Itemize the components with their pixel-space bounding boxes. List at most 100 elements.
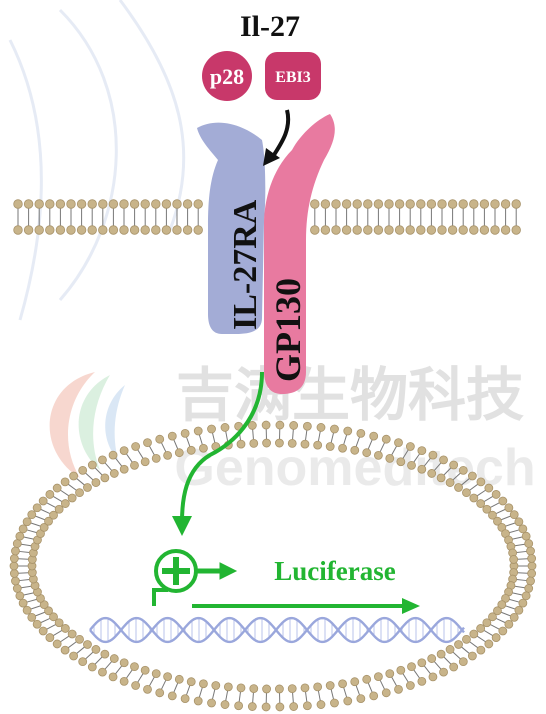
lipid-head	[469, 199, 479, 209]
lipid-head	[518, 524, 528, 534]
lipid-head	[155, 434, 165, 444]
lipid-tail	[495, 618, 506, 624]
lipid-head	[509, 510, 519, 520]
lipid-tail	[317, 690, 321, 701]
lipid-head	[275, 702, 285, 712]
lipid-head	[83, 483, 92, 492]
lipid-tail	[115, 665, 123, 675]
lipid-head	[479, 199, 490, 209]
lipid-head	[66, 225, 76, 235]
lipid-head	[373, 450, 383, 460]
lipid-head	[119, 676, 129, 686]
lipid-head	[45, 633, 55, 642]
lipid-head	[350, 445, 360, 455]
lipid-tail	[30, 605, 41, 610]
lipid-head	[331, 199, 341, 209]
lipid-tail	[60, 635, 70, 643]
lipid-head	[34, 225, 44, 235]
lipid-head	[467, 471, 477, 481]
lipid-head	[384, 199, 394, 209]
lipid-head	[140, 225, 150, 235]
lipid-head	[476, 477, 486, 487]
lipid-head	[369, 691, 379, 701]
lipid-tail	[413, 669, 420, 679]
lipid-tail	[292, 692, 294, 703]
lipid-head	[180, 428, 190, 438]
lipid-head	[445, 478, 455, 487]
lipid-head	[60, 624, 70, 633]
lipid-head	[182, 225, 193, 235]
lipid-head	[261, 702, 271, 712]
lipid-head	[129, 199, 140, 209]
signal-arrow	[172, 371, 264, 536]
lipid-head	[211, 681, 221, 690]
lipid-head	[275, 420, 285, 430]
lipid-head	[98, 667, 107, 677]
lipid-tail	[402, 449, 409, 459]
lipid-head	[119, 464, 129, 474]
lipid-head	[325, 442, 335, 451]
lipid-tail	[149, 676, 155, 687]
promoter-stem	[152, 588, 168, 606]
lipid-head	[39, 522, 49, 532]
lipid-head	[91, 645, 101, 654]
lipid-head	[338, 443, 347, 453]
lipid-head	[454, 483, 463, 492]
lipid-tail	[512, 592, 523, 596]
lipid-head	[109, 469, 119, 478]
lipid-head	[119, 199, 129, 209]
lipid-head	[396, 457, 406, 467]
lipid-tail	[443, 467, 452, 476]
lipid-head	[12, 539, 22, 548]
lipid-head	[476, 645, 486, 655]
lipid-head	[167, 691, 177, 701]
lipid-tail	[94, 467, 103, 476]
lipid-head	[436, 649, 446, 659]
lipid-head	[130, 460, 139, 470]
lipid-tail	[85, 472, 94, 481]
lipid-tail	[391, 445, 397, 456]
plasma-membrane	[13, 199, 521, 235]
lipid-head	[320, 225, 331, 235]
lipid-head	[385, 669, 395, 678]
lipid-head	[417, 658, 427, 668]
lipid-tail	[76, 478, 85, 486]
lipid-tail	[330, 432, 335, 443]
lipid-head	[32, 619, 42, 629]
lipid-tail	[211, 432, 216, 443]
lipid-tail	[19, 579, 30, 582]
lipid-head	[236, 683, 246, 693]
lipid-tail	[225, 431, 229, 442]
lipid-tail	[18, 572, 29, 574]
lipid-head	[511, 225, 521, 235]
lipid-head	[199, 443, 208, 453]
lipid-head	[151, 199, 161, 209]
ebi3-label: EBI3	[275, 69, 311, 86]
lipid-head	[9, 554, 19, 563]
lipid-head	[151, 669, 161, 678]
lipid-tail	[413, 453, 420, 463]
lipid-tail	[161, 442, 167, 453]
lipid-head	[236, 439, 246, 449]
lipid-head	[67, 629, 77, 639]
lipid-head	[9, 561, 19, 571]
lipid-head	[320, 199, 331, 209]
lipid-head	[11, 546, 20, 556]
lipid-tail	[330, 689, 335, 700]
lipid-head	[310, 199, 320, 209]
lipid-head	[491, 490, 501, 499]
lipid-head	[302, 421, 312, 431]
lipid-tail	[469, 483, 478, 491]
lipid-tail	[40, 508, 51, 514]
lipid-head	[407, 460, 416, 470]
lipid-head	[186, 445, 196, 455]
lipid-tail	[509, 529, 520, 534]
lipid-tail	[305, 430, 308, 441]
lipid-head	[32, 503, 42, 513]
lipid-head	[67, 493, 77, 503]
lipid-tail	[137, 449, 144, 459]
lipid-tail	[514, 585, 525, 589]
lipid-head	[373, 225, 384, 235]
lipid-tail	[317, 431, 321, 442]
lipid-head	[34, 199, 44, 209]
